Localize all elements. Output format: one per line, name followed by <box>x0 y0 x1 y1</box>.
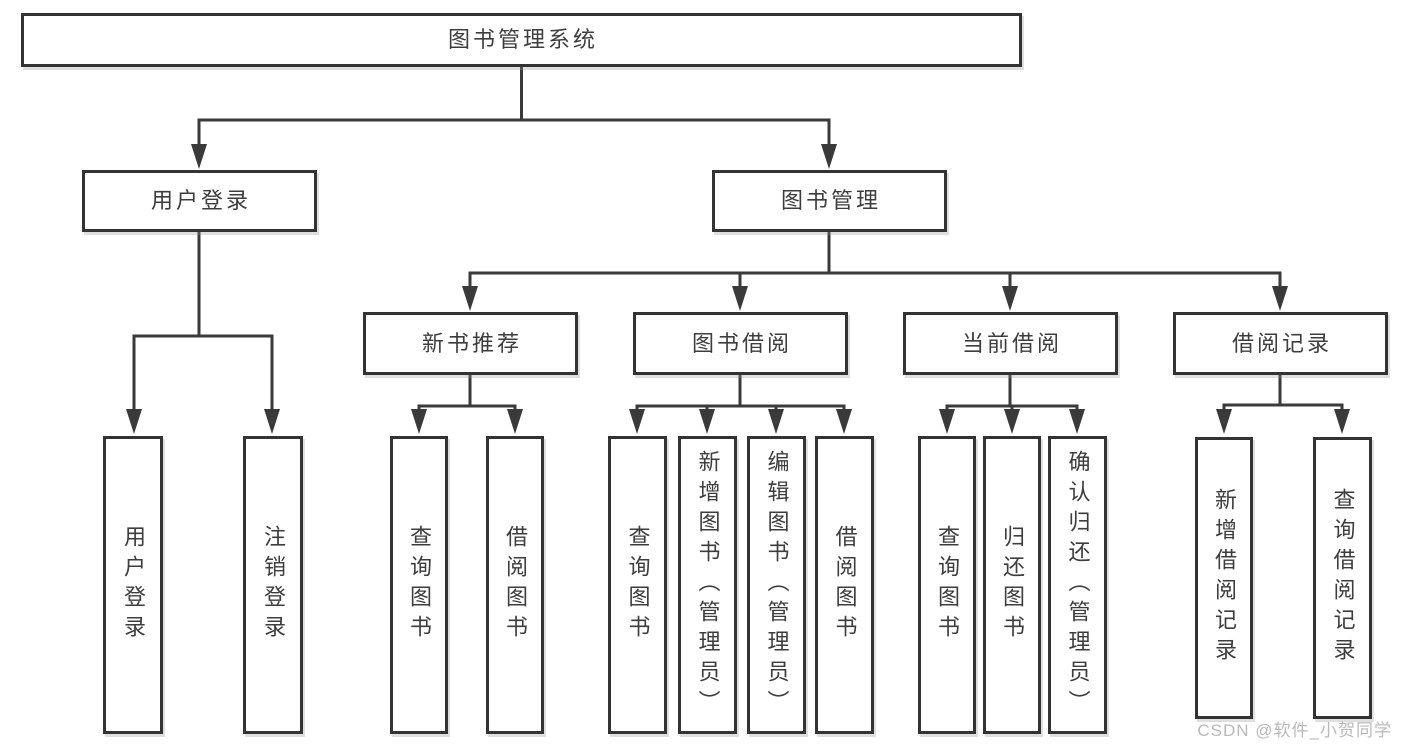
node-current-borrowing: 当前借阅 <box>903 312 1118 375</box>
leaf-current-query-books: 查询图书 <box>918 436 976 734</box>
node-user-login: 用户登录 <box>82 170 317 232</box>
leaf-label: 归还图书 <box>1000 525 1025 645</box>
leaf-logout: 注销登录 <box>243 436 303 734</box>
leaf-label: 编辑图书（管理员） <box>764 450 790 720</box>
node-label: 当前借阅 <box>961 330 1062 356</box>
leaf-records-query-record: 查询借阅记录 <box>1313 437 1372 719</box>
node-label: 借阅记录 <box>1231 330 1332 356</box>
node-library-management-system: 图书管理系统 <box>21 13 1022 67</box>
leaf-borrow-edit-books-admin: 编辑图书（管理员） <box>747 436 806 734</box>
leaf-label: 新增借阅记录 <box>1212 488 1237 668</box>
leaf-label: 用户登录 <box>121 525 146 645</box>
leaf-label: 查询借阅记录 <box>1330 488 1356 668</box>
leaf-label: 查询图书 <box>625 525 651 645</box>
leaf-records-add-record: 新增借阅记录 <box>1195 437 1253 719</box>
leaf-label: 借阅图书 <box>503 525 528 645</box>
leaf-newbook-query-books: 查询图书 <box>390 436 448 734</box>
leaf-borrow-borrow-books: 借阅图书 <box>815 436 874 734</box>
node-new-book-recommend: 新书推荐 <box>363 312 578 375</box>
leaf-label: 借阅图书 <box>832 525 858 645</box>
node-borrowing-records: 借阅记录 <box>1173 312 1388 375</box>
leaf-label: 注销登录 <box>261 525 286 645</box>
node-label: 图书管理 <box>780 188 881 213</box>
watermark-text: CSDN @软件_小贺同学 <box>1197 721 1392 740</box>
node-label: 图书管理系统 <box>447 27 598 52</box>
leaf-current-return-books: 归还图书 <box>983 436 1041 734</box>
node-book-management: 图书管理 <box>712 170 947 232</box>
leaf-newbook-borrow-books: 借阅图书 <box>486 436 544 734</box>
leaf-borrow-add-books-admin: 新增图书（管理员） <box>678 436 737 734</box>
leaf-label: 确认归还（管理员） <box>1065 450 1091 720</box>
node-label: 新书推荐 <box>421 330 522 356</box>
node-book-borrowing: 图书借阅 <box>633 312 848 375</box>
leaf-current-confirm-return-admin: 确认归还（管理员） <box>1048 436 1107 734</box>
node-label: 用户登录 <box>150 188 251 213</box>
leaf-label: 查询图书 <box>935 525 960 645</box>
leaf-label: 查询图书 <box>407 525 432 645</box>
leaf-label: 新增图书（管理员） <box>695 450 721 720</box>
node-label: 图书借阅 <box>691 330 792 356</box>
leaf-user-login: 用户登录 <box>103 436 163 734</box>
leaf-borrow-query-books: 查询图书 <box>608 436 667 734</box>
